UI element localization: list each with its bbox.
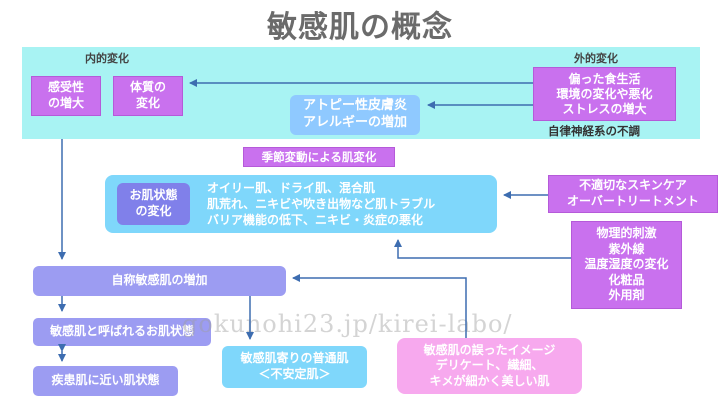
autonomic-disorder-label: 自律神経系の不調 (548, 124, 640, 138)
arrow-misconception-to-self-reported (292, 274, 467, 338)
unstable-normal-skin-box: 敏感肌寄りの普通肌 ＜不安定肌＞ (222, 346, 367, 388)
atopy-allergy-box: アトピー性皮膚炎 アレルギーの増加 (290, 95, 420, 135)
skin-condition-title: お肌状態 の変化 (117, 183, 190, 225)
near-disease-skin-box: 疾患肌に近い肌状態 (33, 366, 178, 396)
external-change-label: 外的変化 (574, 52, 618, 65)
improper-skincare-box: 不適切なスキンケア オーバートリートメント (548, 175, 718, 213)
misconception-box: 敏感肌の誤ったイメージ デリケート、繊細、 キメが細かく美しい肌 (397, 338, 582, 394)
physical-stimulus-box: 物理的刺激 紫外線 温度湿度の変化 化粧品 外用剤 (571, 221, 682, 309)
called-sensitive-skin-box: 敏感肌と呼ばれるお肌状態 (33, 318, 211, 346)
watermark: gokunohi23.jp/kirei-labo/ (182, 310, 513, 338)
skin-condition-details: オイリー肌、ドライ肌、混合肌 肌荒れ、ニキビや吹き出物など肌トラブル バリア機能… (207, 180, 436, 228)
sensitivity-increase-box: 感受性 の増大 (31, 76, 101, 116)
constitution-change-box: 体質の 変化 (113, 76, 183, 116)
external-causes-box: 偏った食生活 環境の変化や悪化 ストレスの増大 (533, 67, 676, 121)
page-title: 敏感肌の概念 (267, 10, 453, 45)
internal-change-label: 内的変化 (85, 52, 129, 65)
arrow-physical-to-skin-panel (394, 239, 571, 259)
seasonal-change-box: 季節変動による肌変化 (243, 147, 395, 167)
self-reported-sensitive-box: 自称敏感肌の増加 (33, 266, 286, 296)
